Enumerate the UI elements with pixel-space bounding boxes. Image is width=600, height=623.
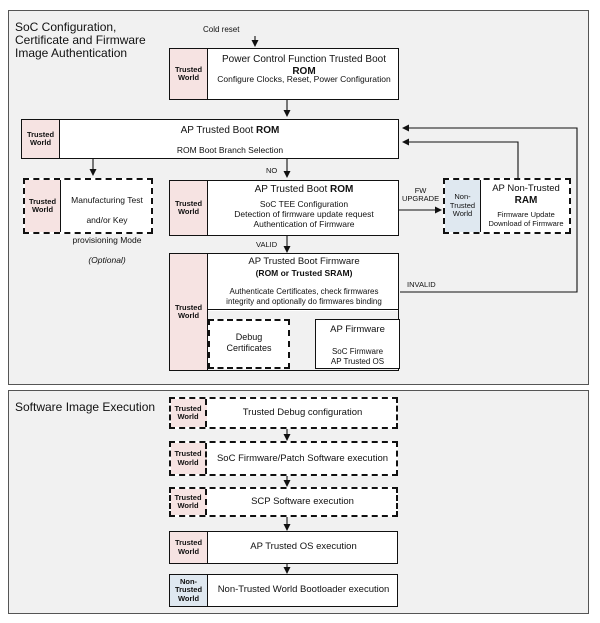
- manufacturing-line-3: provisioning Mode: [72, 235, 142, 245]
- trusted-debug-text: Trusted Debug configuration: [242, 407, 363, 418]
- debug-certificates-text: Debug Certificates: [226, 332, 272, 353]
- arrow-ram-return: [402, 138, 519, 178]
- manufacturing-line-4: (Optional): [88, 255, 126, 265]
- trusted-world-tag: Trusted World: [170, 181, 208, 235]
- manufacturing-text: Manufacturing Test and/or Key provisioni…: [63, 185, 151, 275]
- ap-nontrusted-ram-box: Non- Trusted World AP Non-Trusted RAM Fi…: [443, 178, 571, 234]
- ap-os-box: Trusted World AP Trusted OS execution: [169, 531, 398, 564]
- ap-rom-branch-title-bold: ROM: [256, 125, 280, 136]
- ap-rom-branch-title-text: AP Trusted Boot: [180, 125, 257, 136]
- ap-nontrusted-ram-title-bold: RAM: [514, 195, 538, 206]
- label-cold-reset: Cold reset: [203, 25, 240, 34]
- trusted-world-tag: Trusted World: [171, 489, 207, 515]
- ap-os-text: AP Trusted OS execution: [250, 541, 357, 552]
- power-control-title: Power Control Function Trusted Boot ROM: [210, 54, 398, 78]
- ap-rom-tee-title: AP Trusted Boot ROM: [210, 184, 398, 196]
- ap-rom-branch-title: AP Trusted Boot ROM: [62, 125, 398, 137]
- scp-box: Trusted World SCP Software execution: [169, 487, 398, 517]
- debug-certificates-box: Debug Certificates: [208, 319, 290, 369]
- soc-patch-text: SoC Firmware/Patch Software execution: [216, 453, 389, 464]
- ap-firmware-box: AP Firmware SoC Firmware AP Trusted OS: [315, 319, 400, 369]
- section-title-software-execution: Software Image Execution: [15, 400, 156, 414]
- nt-bootloader-text: Non-Trusted World Bootloader execution: [217, 584, 390, 595]
- ap-rom-branch-desc: ROM Boot Branch Selection: [176, 145, 284, 155]
- trusted-world-tag: Trusted World: [171, 399, 207, 427]
- label-no: NO: [266, 166, 278, 175]
- ap-nontrusted-ram-desc: Firmware Update Download of Firmware: [488, 210, 564, 228]
- ap-rom-tee-desc: SoC TEE Configuration Detection of firmw…: [234, 199, 374, 229]
- manufacturing-line-2: and/or Key: [86, 215, 128, 225]
- ap-firmware-title: AP Firmware: [330, 324, 385, 335]
- arrow-invalid-return: [400, 124, 578, 293]
- manufacturing-line-1: Manufacturing Test: [71, 195, 143, 205]
- ap-firmware-stage-subtitle: (ROM or Trusted SRAM): [255, 268, 353, 278]
- label-valid: VALID: [256, 240, 278, 249]
- trusted-world-tag: Trusted World: [170, 532, 208, 563]
- ap-nontrusted-ram-title: AP Non-Trusted: [492, 183, 560, 194]
- trusted-world-tag: Trusted World: [22, 120, 60, 158]
- soc-patch-box: Trusted World SoC Firmware/Patch Softwar…: [169, 441, 398, 476]
- trusted-world-tag: Trusted World: [170, 49, 208, 99]
- ap-rom-tee-title-text: AP Trusted Boot: [254, 184, 331, 195]
- section-title-soc-configuration: SoC Configuration, Certificate and Firmw…: [15, 20, 146, 60]
- trusted-world-tag: Trusted World: [170, 254, 208, 370]
- manufacturing-box: Trusted World Manufacturing Test and/or …: [23, 178, 153, 265]
- ap-firmware-desc: SoC Firmware AP Trusted OS: [330, 347, 385, 366]
- power-control-desc: Configure Clocks, Reset, Power Configura…: [217, 74, 391, 84]
- ap-rom-tee-title-bold: ROM: [330, 184, 354, 195]
- ap-firmware-stage-divider: [207, 309, 399, 311]
- trusted-world-tag: Trusted World: [25, 180, 61, 232]
- ap-rom-tee-box: Trusted World AP Trusted Boot ROM SoC TE…: [169, 180, 399, 236]
- power-control-title-bold: ROM: [292, 66, 316, 77]
- non-trusted-world-tag: Non- Trusted World: [170, 575, 208, 606]
- non-trusted-world-tag: Non- Trusted World: [445, 180, 481, 232]
- power-control-title-text: Power Control Function Trusted Boot: [222, 54, 386, 65]
- scp-text: SCP Software execution: [251, 496, 354, 507]
- power-control-box: Trusted World Power Control Function Tru…: [169, 48, 399, 100]
- label-invalid: INVALID: [407, 280, 436, 289]
- nt-bootloader-box: Non- Trusted World Non-Trusted World Boo…: [169, 574, 398, 607]
- trusted-debug-box: Trusted World Trusted Debug configuratio…: [169, 397, 398, 429]
- label-fw-upgrade: FW UPGRADE: [402, 186, 440, 203]
- ap-rom-branch-box: Trusted World AP Trusted Boot ROM ROM Bo…: [21, 119, 399, 159]
- trusted-world-tag: Trusted World: [171, 443, 207, 474]
- ap-firmware-stage-title: AP Trusted Boot Firmware: [248, 256, 360, 267]
- ap-firmware-stage-desc: Authenticate Certificates, check firmwar…: [226, 287, 382, 306]
